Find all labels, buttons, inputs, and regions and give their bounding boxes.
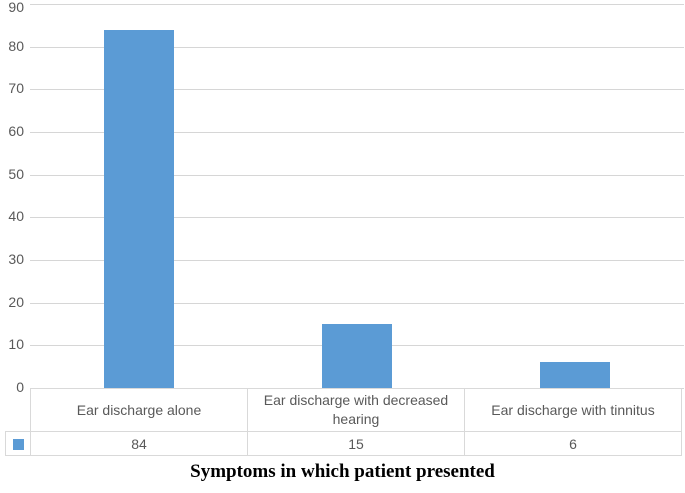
y-axis-tick-label: 90 (8, 0, 24, 15)
y-axis-tick-label: 30 (8, 251, 24, 267)
category-header-cell: Ear discharge with tinnitus (464, 388, 682, 432)
bar-ear-discharge-alone (104, 30, 174, 388)
table-corner-cell (6, 389, 31, 432)
y-axis-tick-label: 70 (8, 80, 24, 96)
value-cell: 6 (464, 431, 682, 456)
category-header-cell: Ear discharge with decreased hearing (247, 388, 465, 432)
gridline (30, 175, 684, 176)
y-axis-tick-label: 50 (8, 166, 24, 182)
gridline (30, 132, 684, 133)
y-axis-tick-label: 20 (8, 294, 24, 310)
legend-key-cell (5, 431, 31, 456)
category-header-cell: Ear discharge alone (30, 388, 248, 432)
y-axis-tick-label: 80 (8, 38, 24, 54)
y-axis-tick-label: 60 (8, 123, 24, 139)
chart-caption: Symptoms in which patient presented (190, 461, 495, 482)
gridline (30, 4, 684, 5)
chart-data-table: Ear discharge alone Ear discharge with d… (5, 388, 682, 456)
value-cell: 84 (30, 431, 248, 456)
gridline (30, 217, 684, 218)
y-axis-tick-label: 0 (16, 379, 24, 395)
value-cell: 15 (247, 431, 465, 456)
gridline (30, 47, 684, 48)
y-axis-tick-label: 40 (8, 208, 24, 224)
series-legend-square-icon (12, 439, 24, 451)
bar-ear-discharge-decreased-hearing (322, 324, 392, 388)
bar-ear-discharge-tinnitus (540, 362, 610, 388)
gridline (30, 260, 684, 261)
gridline (30, 89, 684, 90)
gridline (30, 303, 684, 304)
y-axis-tick-label: 10 (8, 336, 24, 352)
